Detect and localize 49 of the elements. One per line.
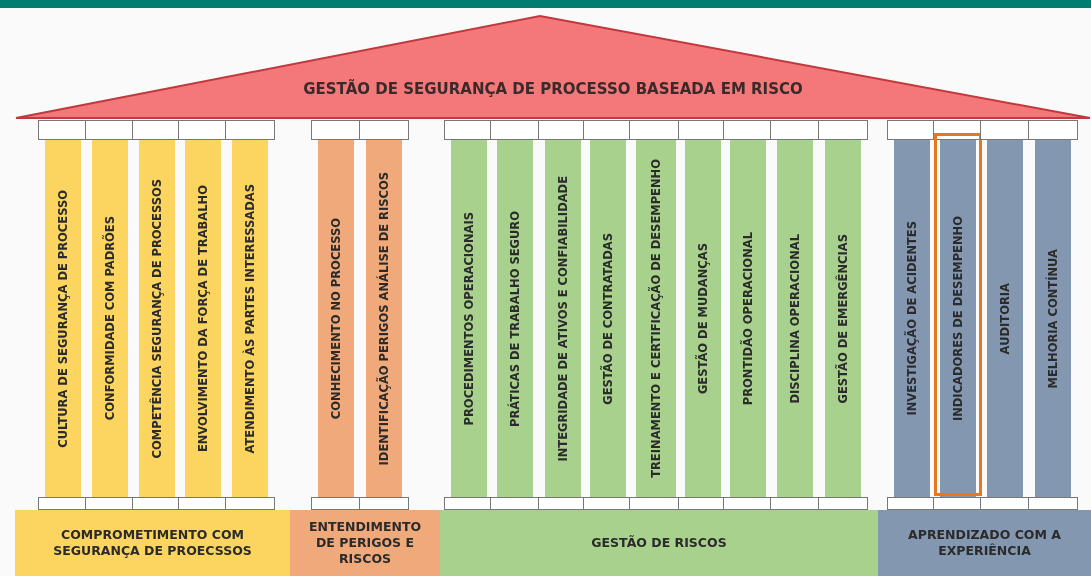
- pillar-label: AUDITORIA: [997, 282, 1013, 355]
- foundation-label: ENTENDIMENTO DE PERIGOS E RISCOS: [308, 518, 422, 568]
- pillar-label: ATENDIMENTO ÀS PARTES INTERESSADAS: [242, 183, 258, 454]
- pillar-label: CONFORMIDADE COM PADRÕES: [102, 216, 118, 421]
- pillar: [185, 140, 221, 497]
- pillar: [451, 140, 487, 497]
- pillar: [730, 140, 766, 497]
- foundation-label: COMPROMETIMENTO COM SEGURANÇA DE PROECSSOS: [52, 526, 253, 560]
- pillar-label: INDICADORES DE DESEMPENHO: [950, 215, 966, 422]
- pillar-label: MELHORIA CONTÍNUA: [1045, 248, 1061, 389]
- pillar: [636, 140, 676, 497]
- pillar: [497, 140, 533, 497]
- pillar-label: TREINAMENTO E CERTIFICAÇÃO DE DESEMPENHO: [648, 159, 664, 478]
- pillar-label: IDENTIFICAÇÃO PERIGOS ANÁLISE DE RISCOS: [376, 171, 392, 466]
- pillar-label: GESTÃO DE MUDANÇAS: [695, 242, 711, 395]
- pillar: [545, 140, 581, 497]
- pillar: [139, 140, 175, 497]
- pillar: [366, 140, 402, 497]
- pillar-label: ENVOLVIMENTO DA FORÇA DE TRABALHO: [195, 184, 211, 453]
- foundation-block: [440, 510, 878, 576]
- roof-title: GESTÃO DE SEGURANÇA DE PROCESSO BASEADA EM RISCO: [302, 80, 804, 98]
- foundation-block: [15, 510, 290, 576]
- pillar: [987, 140, 1023, 497]
- pillar-label: PRÁTICAS DE TRABALHO SEGURO: [507, 210, 523, 427]
- pillar: [318, 140, 354, 497]
- pillar: [777, 140, 813, 497]
- pillar-label: INVESTIGAÇÃO DE ACIDENTES: [904, 221, 920, 416]
- foundation-block: [878, 510, 1091, 576]
- foundation-label: APRENDIZADO COM A EXPERIÊNCIA: [907, 526, 1062, 560]
- foundation-block: [290, 510, 440, 576]
- pillar-label: INTEGRIDADE DE ATIVOS E CONFIABILIDADE: [555, 175, 571, 462]
- pillar-label: COMPETÊNCIA SEGURANÇA DE PROCESSOS: [149, 178, 165, 459]
- pillar: [825, 140, 861, 497]
- pillar-label: DISCIPLINA OPERACIONAL: [787, 233, 803, 404]
- pillar-label: GESTÃO DE CONTRATADAS: [600, 232, 616, 405]
- pillar-label: GESTÃO DE EMERGÊNCIAS: [835, 233, 851, 404]
- pillar: [1035, 140, 1071, 497]
- pillar: [232, 140, 268, 497]
- pillar-label: PROCEDIMENTOS OPERACIONAIS: [461, 211, 477, 426]
- pillar: [92, 140, 128, 497]
- pillar: [940, 140, 976, 497]
- foundation-label: GESTÃO DE RISCOS: [591, 534, 727, 552]
- pillar: [685, 140, 721, 497]
- pillar: [590, 140, 626, 497]
- pillar-label: CONHECIMENTO NO PROCESSO: [328, 217, 344, 420]
- pillar: [894, 140, 930, 497]
- pillar-label: CULTURA DE SEGURANÇA DE PROCESSO: [55, 189, 71, 448]
- pillar: [45, 140, 81, 497]
- pillar-label: PRONTIDÃO OPERACIONAL: [740, 231, 756, 406]
